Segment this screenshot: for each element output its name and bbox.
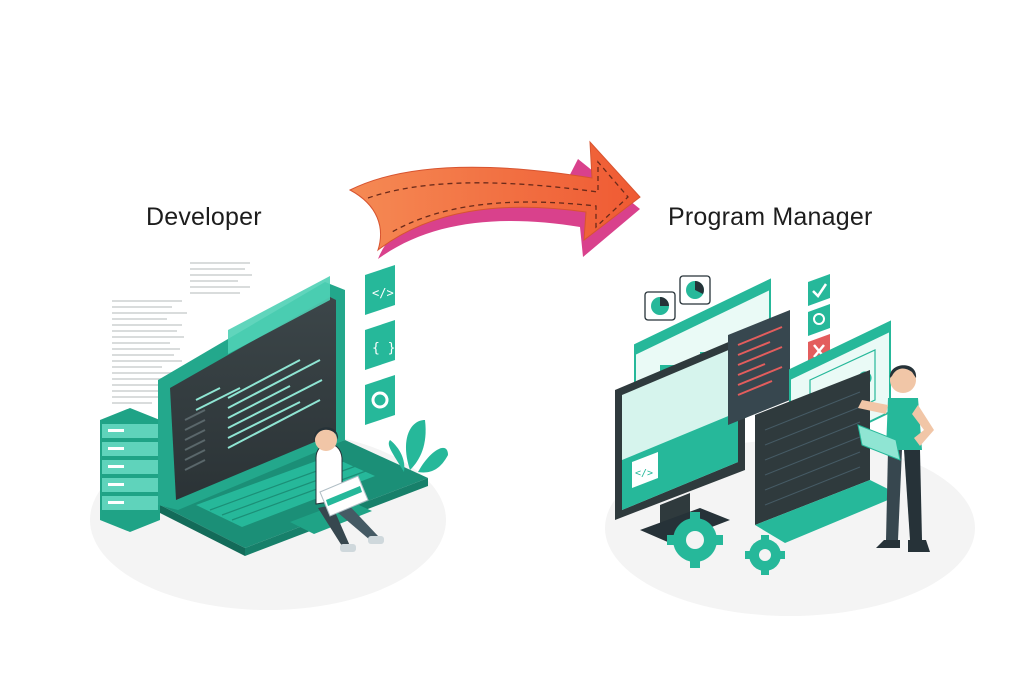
program-manager-label: Program Manager — [668, 203, 873, 231]
manager-person — [857, 365, 934, 552]
server-stack — [100, 408, 160, 532]
svg-text:</>: </> — [372, 286, 394, 300]
settings-icon — [808, 304, 830, 336]
braces-icon: { } — [365, 320, 395, 370]
check-icon — [808, 274, 830, 306]
gear-large — [667, 512, 723, 568]
developer-person — [313, 427, 384, 552]
code-lines — [195, 359, 323, 449]
laptop-screen — [170, 297, 336, 500]
code-icon: </> — [365, 265, 395, 315]
monitor-code-icon: </> — [632, 452, 658, 488]
developer-label: Developer — [146, 203, 262, 231]
transition-arrow — [348, 140, 641, 259]
pie-bubble-2 — [679, 275, 711, 305]
manager-illustration: </> — [605, 274, 975, 616]
manager-laptop-base — [755, 480, 900, 543]
svg-text:</>: </> — [635, 468, 653, 479]
developer-illustration: </> { } — [90, 262, 448, 610]
plant — [388, 420, 448, 473]
arrow-body — [348, 140, 641, 252]
binary-texture — [112, 262, 252, 404]
svg-text:{ }: { } — [372, 341, 395, 356]
manager-laptop-screen — [755, 370, 870, 525]
arrow-stitch — [367, 160, 629, 233]
gear-icon — [365, 375, 395, 425]
gear-small — [745, 535, 785, 575]
pie-bubble-1 — [644, 291, 676, 321]
